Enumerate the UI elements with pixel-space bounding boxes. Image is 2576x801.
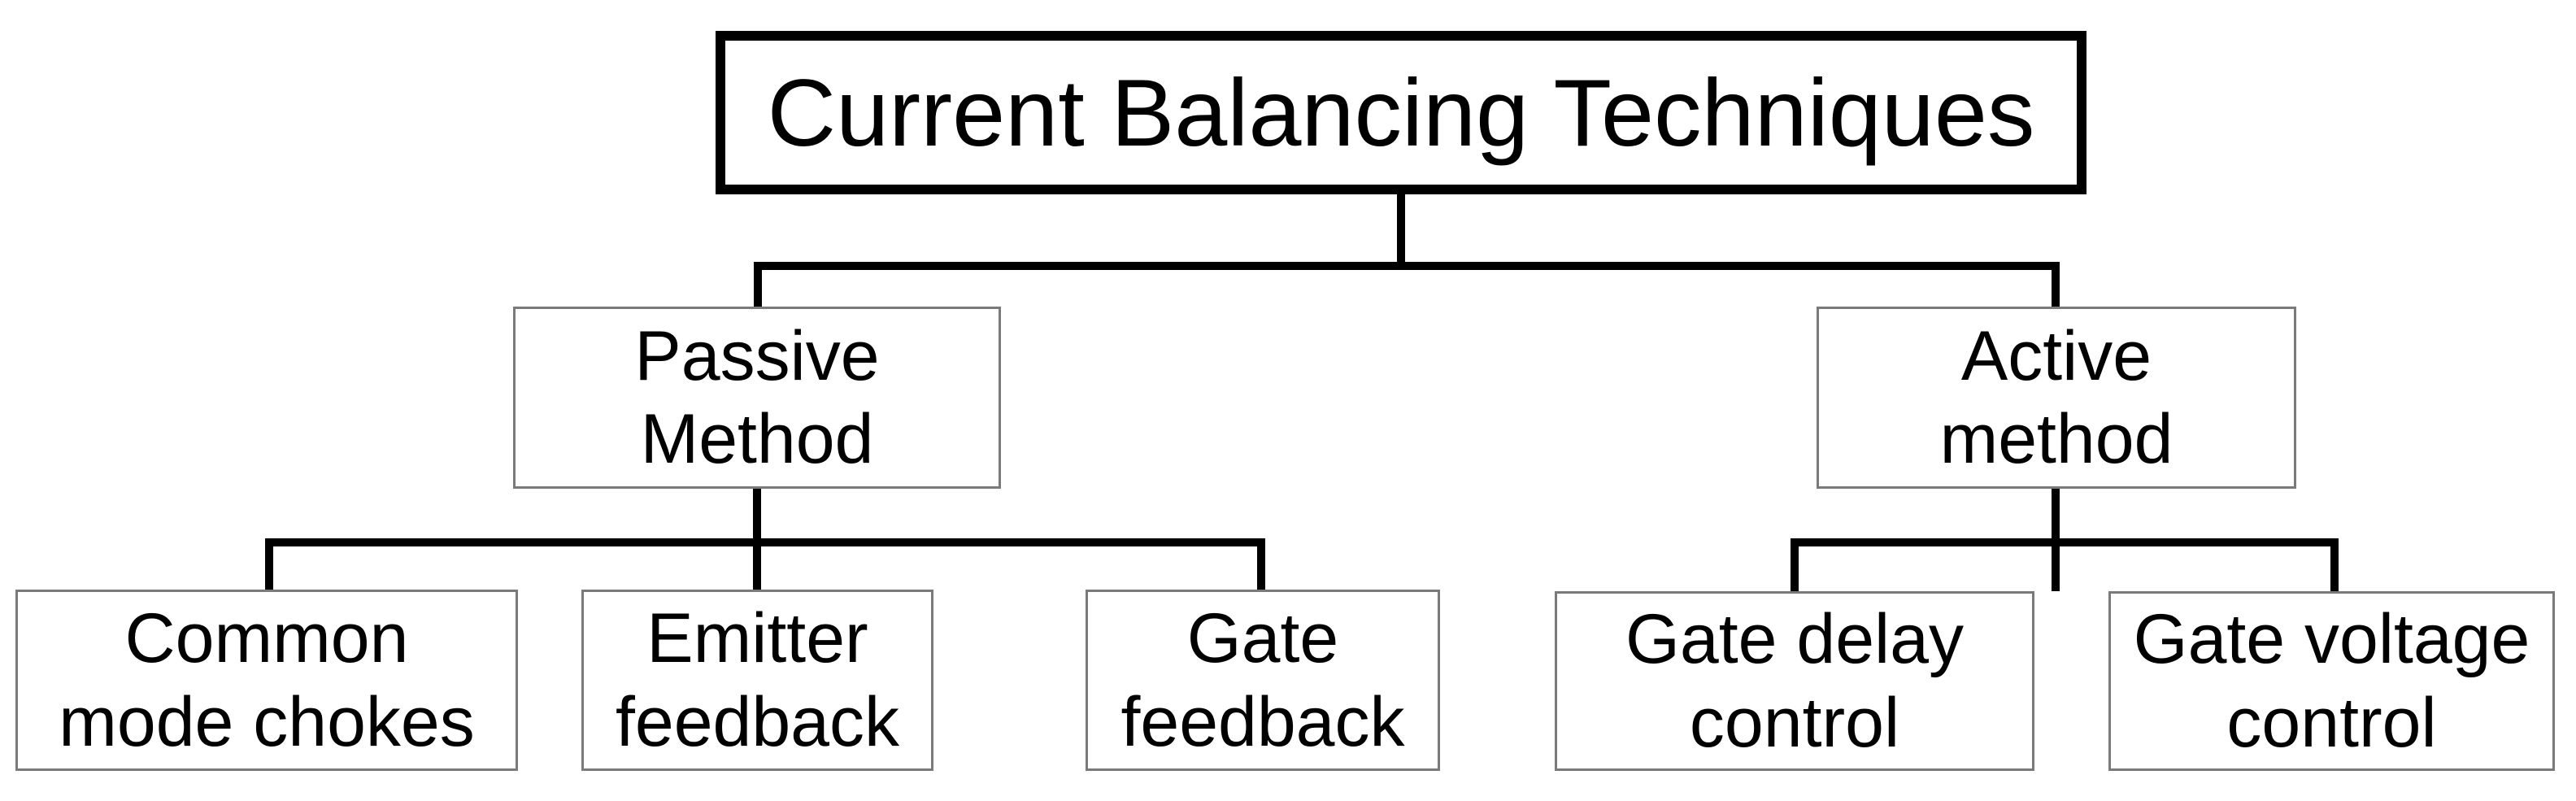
node-label-gate-delay-control: Gate delay control [1625, 600, 1964, 762]
connector-gate-voltage-drop [2330, 538, 2339, 591]
node-gate-delay-control: Gate delay control [1555, 591, 2034, 771]
node-label-gate-voltage-control: Gate voltage control [2133, 600, 2530, 762]
connector-passive-drop [754, 262, 762, 309]
connector-gate-feedback-drop [1257, 538, 1265, 590]
node-label-gate-feedback: Gate feedback [1120, 599, 1405, 761]
connector-root-trunk [1397, 194, 1405, 270]
node-passive-method: Passive Method [513, 307, 1001, 489]
node-label-active-method: Active method [1939, 316, 2174, 478]
node-gate-feedback: Gate feedback [1086, 590, 1440, 771]
node-label-common-mode-chokes: Common mode chokes [59, 599, 475, 761]
connector-active-drop [2052, 262, 2060, 309]
node-label-emitter-feedback: Emitter feedback [615, 599, 900, 761]
node-label-passive-method: Passive Method [634, 316, 880, 478]
node-gate-voltage-control: Gate voltage control [2108, 591, 2555, 771]
connector-top-horizontal [754, 262, 2060, 270]
node-current-balancing-techniques: Current Balancing Techniques [716, 31, 2086, 194]
node-emitter-feedback: Emitter feedback [581, 590, 933, 771]
node-label-root: Current Balancing Techniques [767, 59, 2035, 166]
connector-common-chokes-drop [265, 538, 273, 590]
node-common-mode-chokes: Common mode chokes [15, 590, 518, 771]
connector-passive-horizontal [265, 538, 1265, 546]
connector-active-horizontal [1791, 538, 2339, 546]
node-active-method: Active method [1817, 307, 2296, 489]
connector-gate-delay-drop [1791, 538, 1799, 591]
